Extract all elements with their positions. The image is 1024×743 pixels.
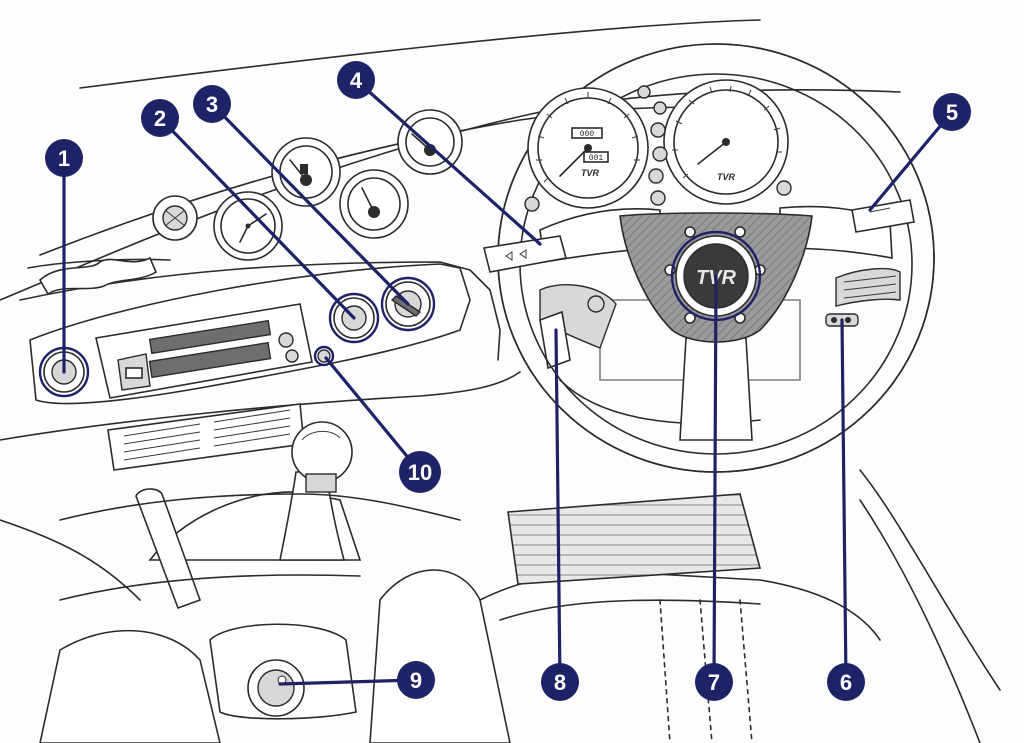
callout-4: 4 bbox=[337, 61, 375, 99]
callout-label-5: 5 bbox=[946, 100, 958, 125]
callout-label-7: 7 bbox=[708, 670, 720, 695]
odometer-readout: 000 bbox=[580, 130, 595, 139]
handbrake bbox=[59, 488, 461, 610]
callout-10: 10 bbox=[399, 451, 441, 493]
wiper-stalk bbox=[851, 199, 915, 233]
tacho-logo: TVR bbox=[717, 172, 736, 182]
callout-9: 9 bbox=[397, 661, 435, 699]
callout-label-1: 1 bbox=[58, 146, 70, 171]
heater-knob bbox=[247, 659, 305, 717]
callout-label-10: 10 bbox=[408, 460, 432, 485]
target-rings bbox=[38, 230, 762, 398]
gear-lever bbox=[148, 421, 362, 561]
air-vents bbox=[107, 267, 901, 471]
speedometer: 000 001 TVR bbox=[527, 87, 649, 209]
callout-label-2: 2 bbox=[154, 106, 166, 131]
oil-pressure-gauge bbox=[397, 109, 463, 175]
callout-2: 2 bbox=[141, 99, 179, 137]
callout-label-8: 8 bbox=[554, 670, 566, 695]
callout-3: 3 bbox=[193, 85, 231, 123]
trip-readout: 001 bbox=[589, 154, 604, 163]
callout-6: 6 bbox=[827, 663, 865, 701]
callout-label-3: 3 bbox=[206, 92, 218, 117]
callout-1: 1 bbox=[45, 139, 83, 177]
seats bbox=[0, 469, 1001, 743]
callout-7: 7 bbox=[695, 663, 733, 701]
fuel-gauge bbox=[271, 137, 341, 207]
callout-label-9: 9 bbox=[410, 668, 422, 693]
speedo-logo: TVR bbox=[581, 168, 600, 178]
tachometer: TVR bbox=[663, 79, 789, 205]
temperature-gauge bbox=[339, 169, 409, 239]
leader-lines bbox=[62, 78, 954, 686]
callout-label-6: 6 bbox=[840, 670, 852, 695]
dashboard-ornament bbox=[38, 256, 158, 296]
warning-lights bbox=[524, 85, 792, 212]
callout-5: 5 bbox=[933, 93, 971, 131]
floor-mat bbox=[507, 493, 762, 585]
callout-label-4: 4 bbox=[350, 68, 363, 93]
left-vent-dial bbox=[152, 195, 198, 241]
callout-8: 8 bbox=[541, 663, 579, 701]
clock-gauge bbox=[213, 191, 283, 261]
